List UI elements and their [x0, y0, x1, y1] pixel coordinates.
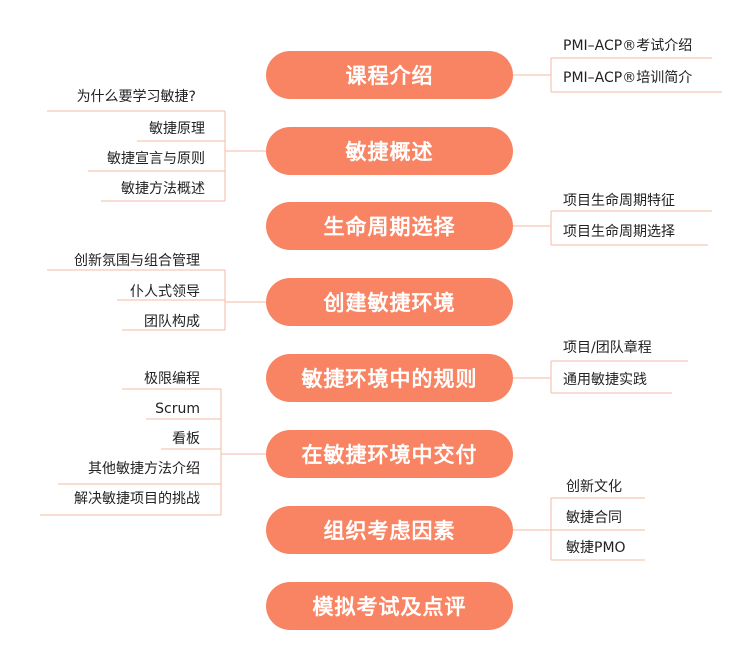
- node-agile-environment-rules: 敏捷环境中的规则: [266, 354, 513, 402]
- branch-label: 敏捷方法概述: [121, 181, 205, 197]
- node-organizational-considerations: 组织考虑因素: [266, 506, 513, 554]
- branch-label: 敏捷原理: [149, 121, 205, 137]
- branch-label: PMI–ACP®培训简介: [563, 70, 693, 86]
- branch-label: 项目/团队章程: [563, 340, 652, 356]
- branch-label: Scrum: [155, 401, 200, 417]
- node-lifecycle-selection: 生命周期选择: [266, 202, 513, 250]
- branch-label: 敏捷PMO: [566, 540, 626, 556]
- branch-label: 解决敏捷项目的挑战: [74, 491, 200, 507]
- node-create-agile-environment: 创建敏捷环境: [266, 278, 513, 326]
- branch-label: 仆人式领导: [130, 284, 200, 300]
- branch-label: PMI–ACP®考试介绍: [563, 38, 693, 54]
- branch-label: 敏捷合同: [566, 510, 622, 526]
- branch-label: 创新氛围与组合管理: [74, 253, 200, 269]
- branch-label: 其他敏捷方法介绍: [88, 461, 200, 477]
- branch-label: 极限编程: [144, 371, 200, 387]
- node-mock-exam-review: 模拟考试及点评: [266, 582, 513, 630]
- branch-label: 团队构成: [144, 314, 200, 330]
- branch-label: 为什么要学习敏捷?: [76, 89, 196, 105]
- branch-label: 看板: [172, 431, 200, 447]
- node-course-intro: 课程介绍: [266, 51, 513, 99]
- node-deliver-in-agile: 在敏捷环境中交付: [266, 430, 513, 478]
- branch-label: 敏捷宣言与原则: [107, 151, 205, 167]
- branch-label: 通用敏捷实践: [563, 372, 647, 388]
- branch-label: 项目生命周期选择: [563, 224, 675, 240]
- branch-label: 创新文化: [566, 479, 622, 495]
- node-agile-overview: 敏捷概述: [266, 127, 513, 175]
- branch-label: 项目生命周期特征: [563, 193, 675, 209]
